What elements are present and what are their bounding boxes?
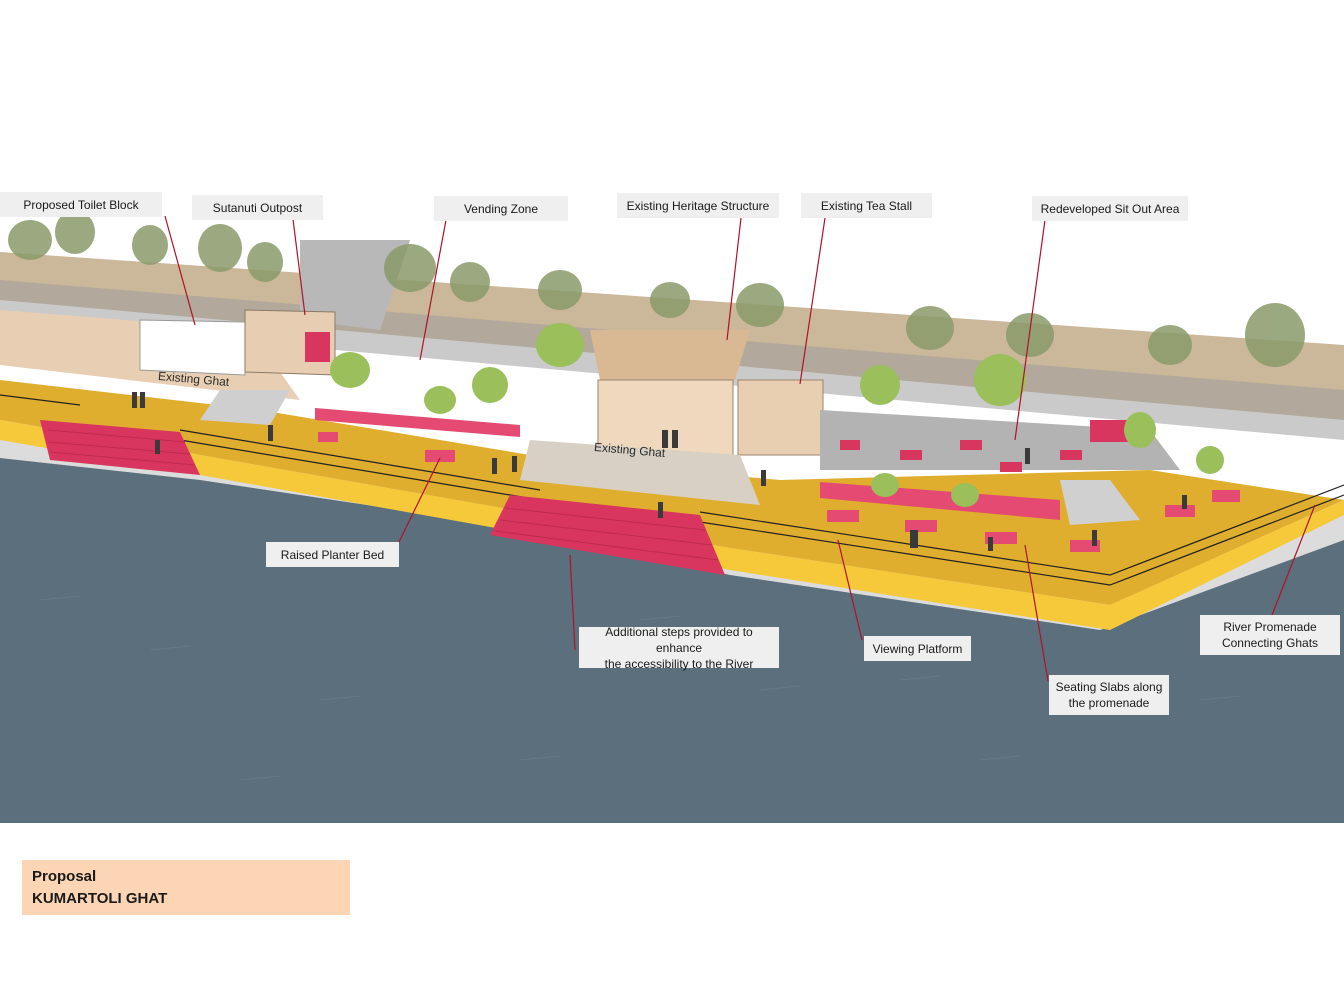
tree-line [8,210,1305,367]
people-figures [132,392,1187,551]
callout-sutanuti-outpost: Sutanuti Outpost [192,195,323,220]
leader-steps [569,554,576,651]
leader-seating [1024,544,1049,682]
leader-sit-out [1014,219,1046,441]
leader-sutanuti [292,218,306,316]
river-texture [39,595,1241,781]
leader-planter [398,457,441,543]
callout-viewing-platform: Viewing Platform [864,636,971,661]
callout-redeveloped-sit-out-area: Redeveloped Sit Out Area [1032,196,1188,221]
leader-toilet-block [164,215,196,326]
leader-promenade [1271,504,1316,616]
title-line-proposal: Proposal [32,868,97,885]
leader-lines [164,215,1316,682]
callout-additional-steps: Additional steps provided to enhance the… [579,625,779,671]
callout-existing-heritage-structure: Existing Heritage Structure [617,193,779,218]
sit-out-area [820,410,1180,525]
river-steps [40,420,725,575]
deck-trees [330,323,1224,507]
leader-vending [419,219,447,361]
existing-ghat-left [0,309,336,425]
callout-river-promenade: River Promenade Connecting Ghats [1200,615,1340,655]
title-line-ghat-name: KUMARTOLI GHAT [32,890,168,907]
leader-tea-stall [799,217,826,385]
callout-vending-zone: Vending Zone [434,196,568,221]
railings [0,394,1344,586]
callout-proposed-toilet-block: Proposed Toilet Block [0,192,162,217]
leader-heritage [726,217,742,341]
callout-raised-planter-bed: Raised Planter Bed [266,542,399,567]
callout-seating-slabs: Seating Slabs along the promenade [1049,675,1169,715]
callout-existing-tea-stall: Existing Tea Stall [801,193,932,218]
leader-viewing [837,539,863,641]
title-block: Proposal KUMARTOLI GHAT [22,860,350,915]
